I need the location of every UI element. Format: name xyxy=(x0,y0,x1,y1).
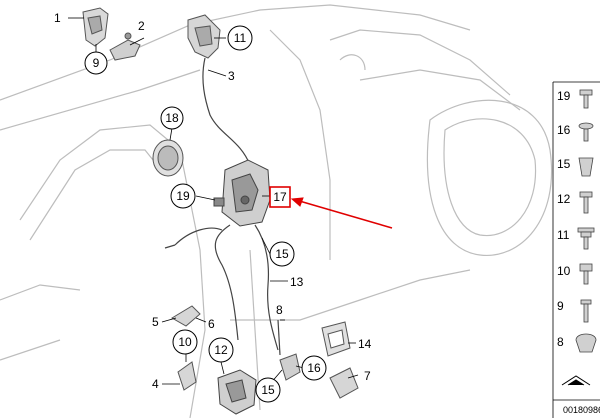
part-main-lock-assembly xyxy=(213,159,271,227)
part-handle-piece xyxy=(109,32,141,61)
callout-17: 17 xyxy=(273,190,287,204)
svg-text:9: 9 xyxy=(93,56,100,70)
svg-text:11: 11 xyxy=(234,31,247,45)
callout-7: 7 xyxy=(364,369,371,383)
callout-3: 3 xyxy=(228,69,235,83)
callout-1: 1 xyxy=(54,11,61,25)
callout-16-circle: 16 xyxy=(301,355,327,381)
legend-11: 11 xyxy=(557,228,570,242)
part-small-bracket xyxy=(171,305,201,327)
part-rod xyxy=(277,319,281,356)
side-legend: 19 16 15 12 11 10 9 xyxy=(552,81,600,418)
svg-text:19: 19 xyxy=(176,189,190,203)
circled-callouts: 9 11 18 19 15 10 12 15 xyxy=(84,25,327,403)
svg-text:12: 12 xyxy=(214,343,228,357)
callout-2: 2 xyxy=(138,19,145,33)
part-upper-lock xyxy=(187,14,221,59)
callout-13: 13 xyxy=(290,275,304,289)
screw-icon xyxy=(579,89,593,109)
callout-14: 14 xyxy=(358,337,372,351)
cable-13 xyxy=(164,224,279,351)
callout-6: 6 xyxy=(208,317,215,331)
legend-12: 12 xyxy=(557,192,571,206)
part-hinge-bracket xyxy=(82,7,109,47)
callout-12-circle: 12 xyxy=(208,337,234,363)
highlighted-callout-17: 17 xyxy=(269,186,393,229)
highlight-box xyxy=(269,186,291,208)
bracket-symbol-icon xyxy=(561,375,591,386)
svg-text:15: 15 xyxy=(275,247,289,261)
legend-15: 15 xyxy=(557,157,571,171)
screw-icon xyxy=(578,122,594,142)
callout-9-circle: 9 xyxy=(84,51,108,75)
cable-3 xyxy=(202,57,251,175)
highlight-arrow-line xyxy=(295,199,393,229)
svg-text:10: 10 xyxy=(178,335,192,349)
legend-8: 8 xyxy=(557,335,564,349)
callout-15-upper-circle: 15 xyxy=(269,241,295,267)
callout-11-circle: 11 xyxy=(227,25,253,51)
part-corner-bracket xyxy=(329,367,359,399)
svg-text:15: 15 xyxy=(261,383,275,397)
part-grommet xyxy=(152,139,184,177)
highlight-arrow-head xyxy=(290,197,304,207)
hex-screw-icon xyxy=(579,263,593,285)
cable-clip-icon xyxy=(575,333,597,353)
vehicle-body-outline xyxy=(0,4,553,418)
callout-19-circle: 19 xyxy=(170,183,196,209)
svg-text:18: 18 xyxy=(165,111,179,125)
flange-bolt-icon xyxy=(577,227,595,250)
drawing-code: 00180986 xyxy=(563,405,600,415)
part-lower-lock xyxy=(217,369,257,415)
callout-4: 4 xyxy=(152,377,159,391)
bolt-icon xyxy=(579,191,593,214)
legend-10: 10 xyxy=(557,264,571,278)
plain-callouts: 1 2 3 4 5 6 7 8 13 14 xyxy=(54,11,372,391)
clip-nut-icon xyxy=(578,157,594,177)
part-striker xyxy=(279,353,301,381)
legend-9: 9 xyxy=(557,299,564,313)
legend-19: 19 xyxy=(557,89,571,103)
callout-8: 8 xyxy=(276,303,283,317)
part-frame-bracket xyxy=(321,321,351,357)
callout-18-circle: 18 xyxy=(160,106,184,130)
legend-16: 16 xyxy=(557,123,571,137)
leader-lines xyxy=(68,17,359,385)
pin-screw-icon xyxy=(580,299,592,323)
svg-text:16: 16 xyxy=(307,361,321,375)
callout-15-lower-circle: 15 xyxy=(255,377,281,403)
part-lower-bracket xyxy=(177,361,197,391)
callout-5: 5 xyxy=(152,315,159,329)
callout-10-circle: 10 xyxy=(172,329,198,355)
